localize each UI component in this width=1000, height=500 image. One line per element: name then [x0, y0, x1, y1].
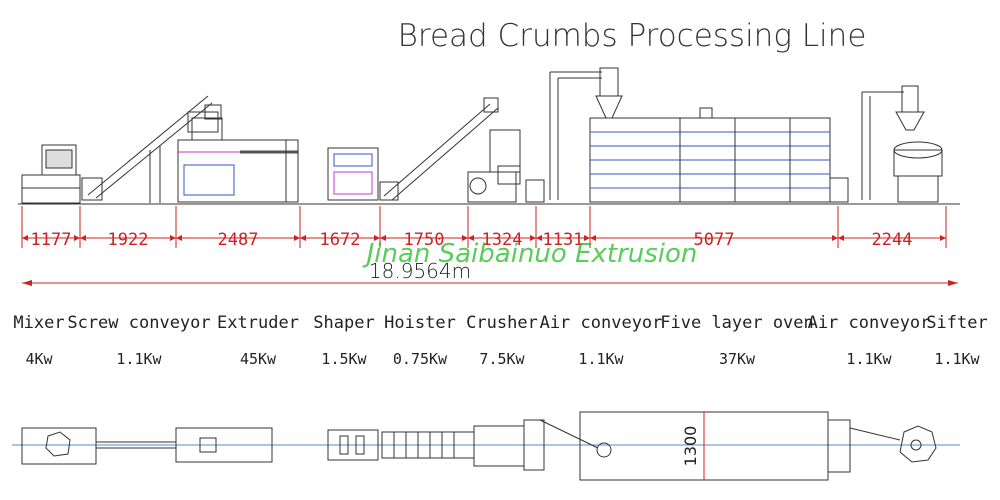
crusher-machine [467, 129, 521, 203]
air-conveyor-plan-1 [539, 419, 599, 449]
dimension-arrow [838, 235, 844, 241]
machine-power: 1.1Kw [934, 350, 980, 368]
plan-view: 1300 [12, 411, 960, 481]
diagram-title: Bread Crumbs Processing Line [398, 18, 867, 54]
dimension-arrow [170, 235, 176, 241]
segment-length-label: 2487 [218, 230, 259, 250]
screw-conveyor-machine [81, 95, 219, 203]
segment-length-label: 1324 [482, 230, 523, 250]
dimension-arrow [294, 235, 300, 241]
machine-name: Extruder [217, 313, 299, 333]
dimension-arrow [590, 235, 596, 241]
extruder-plan [175, 427, 273, 463]
machine-power: 1.1Kw [846, 350, 892, 368]
dimension-arrow [374, 235, 380, 241]
elevation-view [18, 67, 960, 205]
sifter-machine [893, 141, 943, 203]
segment-length-label: 2244 [872, 230, 913, 250]
mixer-machine [21, 144, 81, 204]
total-length-dimension: 18.9564m [22, 259, 958, 286]
machine-name: Sifter [926, 313, 987, 333]
machine-name: Mixer [13, 313, 64, 333]
machine-power: 45Kw [240, 350, 277, 368]
dimension-arrow [832, 235, 838, 241]
machine-power: 7.5Kw [479, 350, 525, 368]
shaper-machine [327, 147, 379, 201]
total-length-label: 18.9564m [369, 259, 471, 283]
machine-name: Air conveyor [808, 313, 931, 333]
dimension-arrow [940, 235, 946, 241]
shaper-plan [327, 429, 379, 461]
air-conveyor-machine-2 [829, 85, 925, 203]
crusher-plan [473, 419, 545, 471]
dimension-lines: 1177 1922 2487 1672 1750 1324 1131 5077 2244 [21, 206, 947, 250]
air-conveyor-machine-1 [525, 67, 623, 203]
hoister-plan [381, 431, 475, 459]
segment-length-label: 1922 [108, 230, 149, 250]
dimension-arrow [22, 235, 28, 241]
machine-power: 1.1Kw [578, 350, 624, 368]
machine-power: 1.5Kw [321, 350, 367, 368]
watermark: Jinan Saibainuo Extrusion [362, 239, 698, 269]
oven-width-label: 1300 [681, 426, 700, 467]
machine-labels: Mixer 4Kw Screw conveyor 1.1Kw Extruder 45Kw S… [13, 313, 987, 368]
dimension-arrow [176, 235, 182, 241]
segment-length-label: 1177 [31, 230, 72, 250]
machine-name: Five layer oven [660, 313, 814, 333]
dimension-arrow [74, 235, 80, 241]
dimension-arrow [468, 235, 474, 241]
machine-name: Shaper [313, 313, 374, 333]
sifter-plan [899, 425, 937, 463]
segment-length-label: 1131 [543, 230, 584, 250]
machine-name: Hoister [384, 313, 456, 333]
dimension-arrow [380, 235, 386, 241]
segment-length-label: 1750 [404, 230, 445, 250]
machine-power: 0.75Kw [393, 350, 448, 368]
segment-length-label: 1672 [320, 230, 361, 250]
dimension-arrow [536, 235, 542, 241]
hoister-machine [379, 97, 499, 201]
mixer-plan [21, 427, 97, 465]
machine-name: Air conveyor [540, 313, 663, 333]
five-layer-oven-machine [589, 107, 831, 203]
dimension-arrow [462, 235, 468, 241]
machine-power: 1.1Kw [116, 350, 162, 368]
segment-length-label: 5077 [694, 230, 735, 250]
dimension-arrow [530, 235, 536, 241]
machine-name: Crusher [466, 313, 538, 333]
oven-plan: 1300 [579, 411, 829, 481]
dimension-arrow [300, 235, 306, 241]
air-conveyor-plan-2 [827, 419, 901, 473]
machine-name: Screw conveyor [67, 313, 210, 333]
machine-power: 37Kw [719, 350, 756, 368]
machine-power: 4Kw [25, 350, 53, 368]
dimension-arrow [584, 235, 590, 241]
dimension-arrow [80, 235, 86, 241]
extruder-machine [177, 104, 299, 203]
